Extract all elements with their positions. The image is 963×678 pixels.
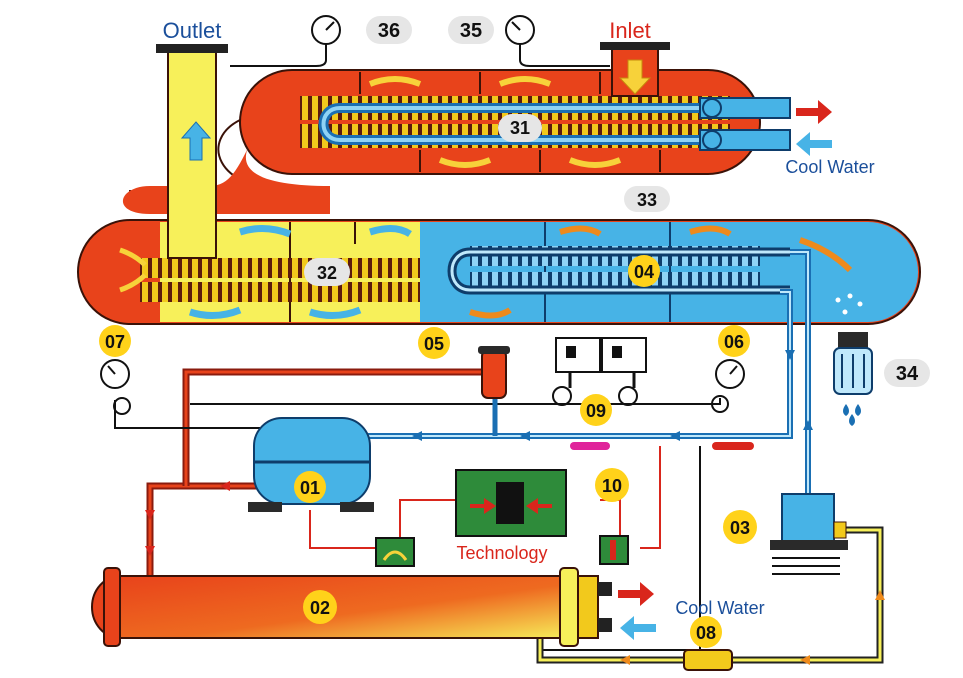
- badge-04: 04: [628, 255, 660, 287]
- arrow-left-icon: [620, 616, 656, 640]
- badge-36: 36: [366, 16, 412, 44]
- callout-07: 07: [105, 332, 125, 352]
- badge-31: 31: [498, 114, 542, 142]
- chip-icon: [496, 482, 524, 524]
- callout-03: 03: [730, 518, 750, 538]
- callout-34: 34: [896, 363, 919, 385]
- callout-32: 32: [317, 263, 337, 283]
- badge-06: 06: [718, 325, 750, 357]
- callout-08: 08: [696, 623, 716, 643]
- badge-32: 32: [304, 258, 350, 286]
- callout-31: 31: [510, 118, 530, 138]
- upper-heat-exchanger: [122, 42, 791, 214]
- pressure-gauge-icon: [100, 359, 131, 415]
- arrow-up-icon: [180, 121, 212, 161]
- callout-09: 09: [586, 401, 606, 421]
- callout-06: 06: [724, 332, 744, 352]
- badge-08: 08: [690, 616, 722, 648]
- pressure-gauge-icon: [230, 15, 341, 67]
- callout-01: 01: [300, 478, 320, 498]
- sight-glass: [683, 649, 733, 671]
- drain-filter: [833, 292, 873, 426]
- callout-10: 10: [602, 476, 622, 496]
- pressure-gauge-icon: [505, 15, 610, 67]
- cool-water-top-label: Cool Water: [785, 157, 874, 177]
- controller: [375, 469, 629, 567]
- pipe-arrows: [145, 350, 885, 665]
- badge-02: 02: [303, 590, 337, 624]
- arrow-right-icon: [618, 582, 654, 606]
- technology-label: Technology: [456, 543, 547, 563]
- badge-05: 05: [418, 327, 450, 359]
- badge-10: 10: [595, 468, 629, 502]
- inlet-label: Inlet: [609, 18, 651, 43]
- badge-03: 03: [723, 510, 757, 544]
- badge-33: 33: [624, 186, 670, 212]
- outlet-label: Outlet: [163, 18, 222, 43]
- compressor: [248, 417, 374, 512]
- water-drop-icon: [843, 404, 861, 426]
- callout-02: 02: [310, 598, 330, 618]
- callout-05: 05: [424, 334, 444, 354]
- callout-04: 04: [634, 262, 654, 282]
- arrow-right-icon: [796, 100, 832, 124]
- expansion-valve: [478, 346, 510, 399]
- pressure-switches: [552, 337, 647, 406]
- cool-water-top-flow: [796, 100, 832, 156]
- liquid-receiver: [770, 493, 848, 575]
- callout-35: 35: [460, 20, 482, 42]
- condenser: [91, 567, 656, 647]
- badge-09: 09: [580, 394, 612, 426]
- callout-33: 33: [637, 190, 657, 210]
- lower-heat-exchanger: [77, 219, 921, 325]
- pressure-gauge-icon: [711, 359, 745, 413]
- badge-34: 34: [884, 359, 930, 387]
- badge-01: 01: [294, 471, 326, 503]
- arrow-left-icon: [796, 132, 832, 156]
- outlet-stack: [156, 44, 228, 259]
- badge-07: 07: [99, 325, 131, 357]
- cool-water-bottom-label: Cool Water: [675, 598, 764, 618]
- badge-35: 35: [448, 16, 494, 44]
- callout-36: 36: [378, 20, 400, 42]
